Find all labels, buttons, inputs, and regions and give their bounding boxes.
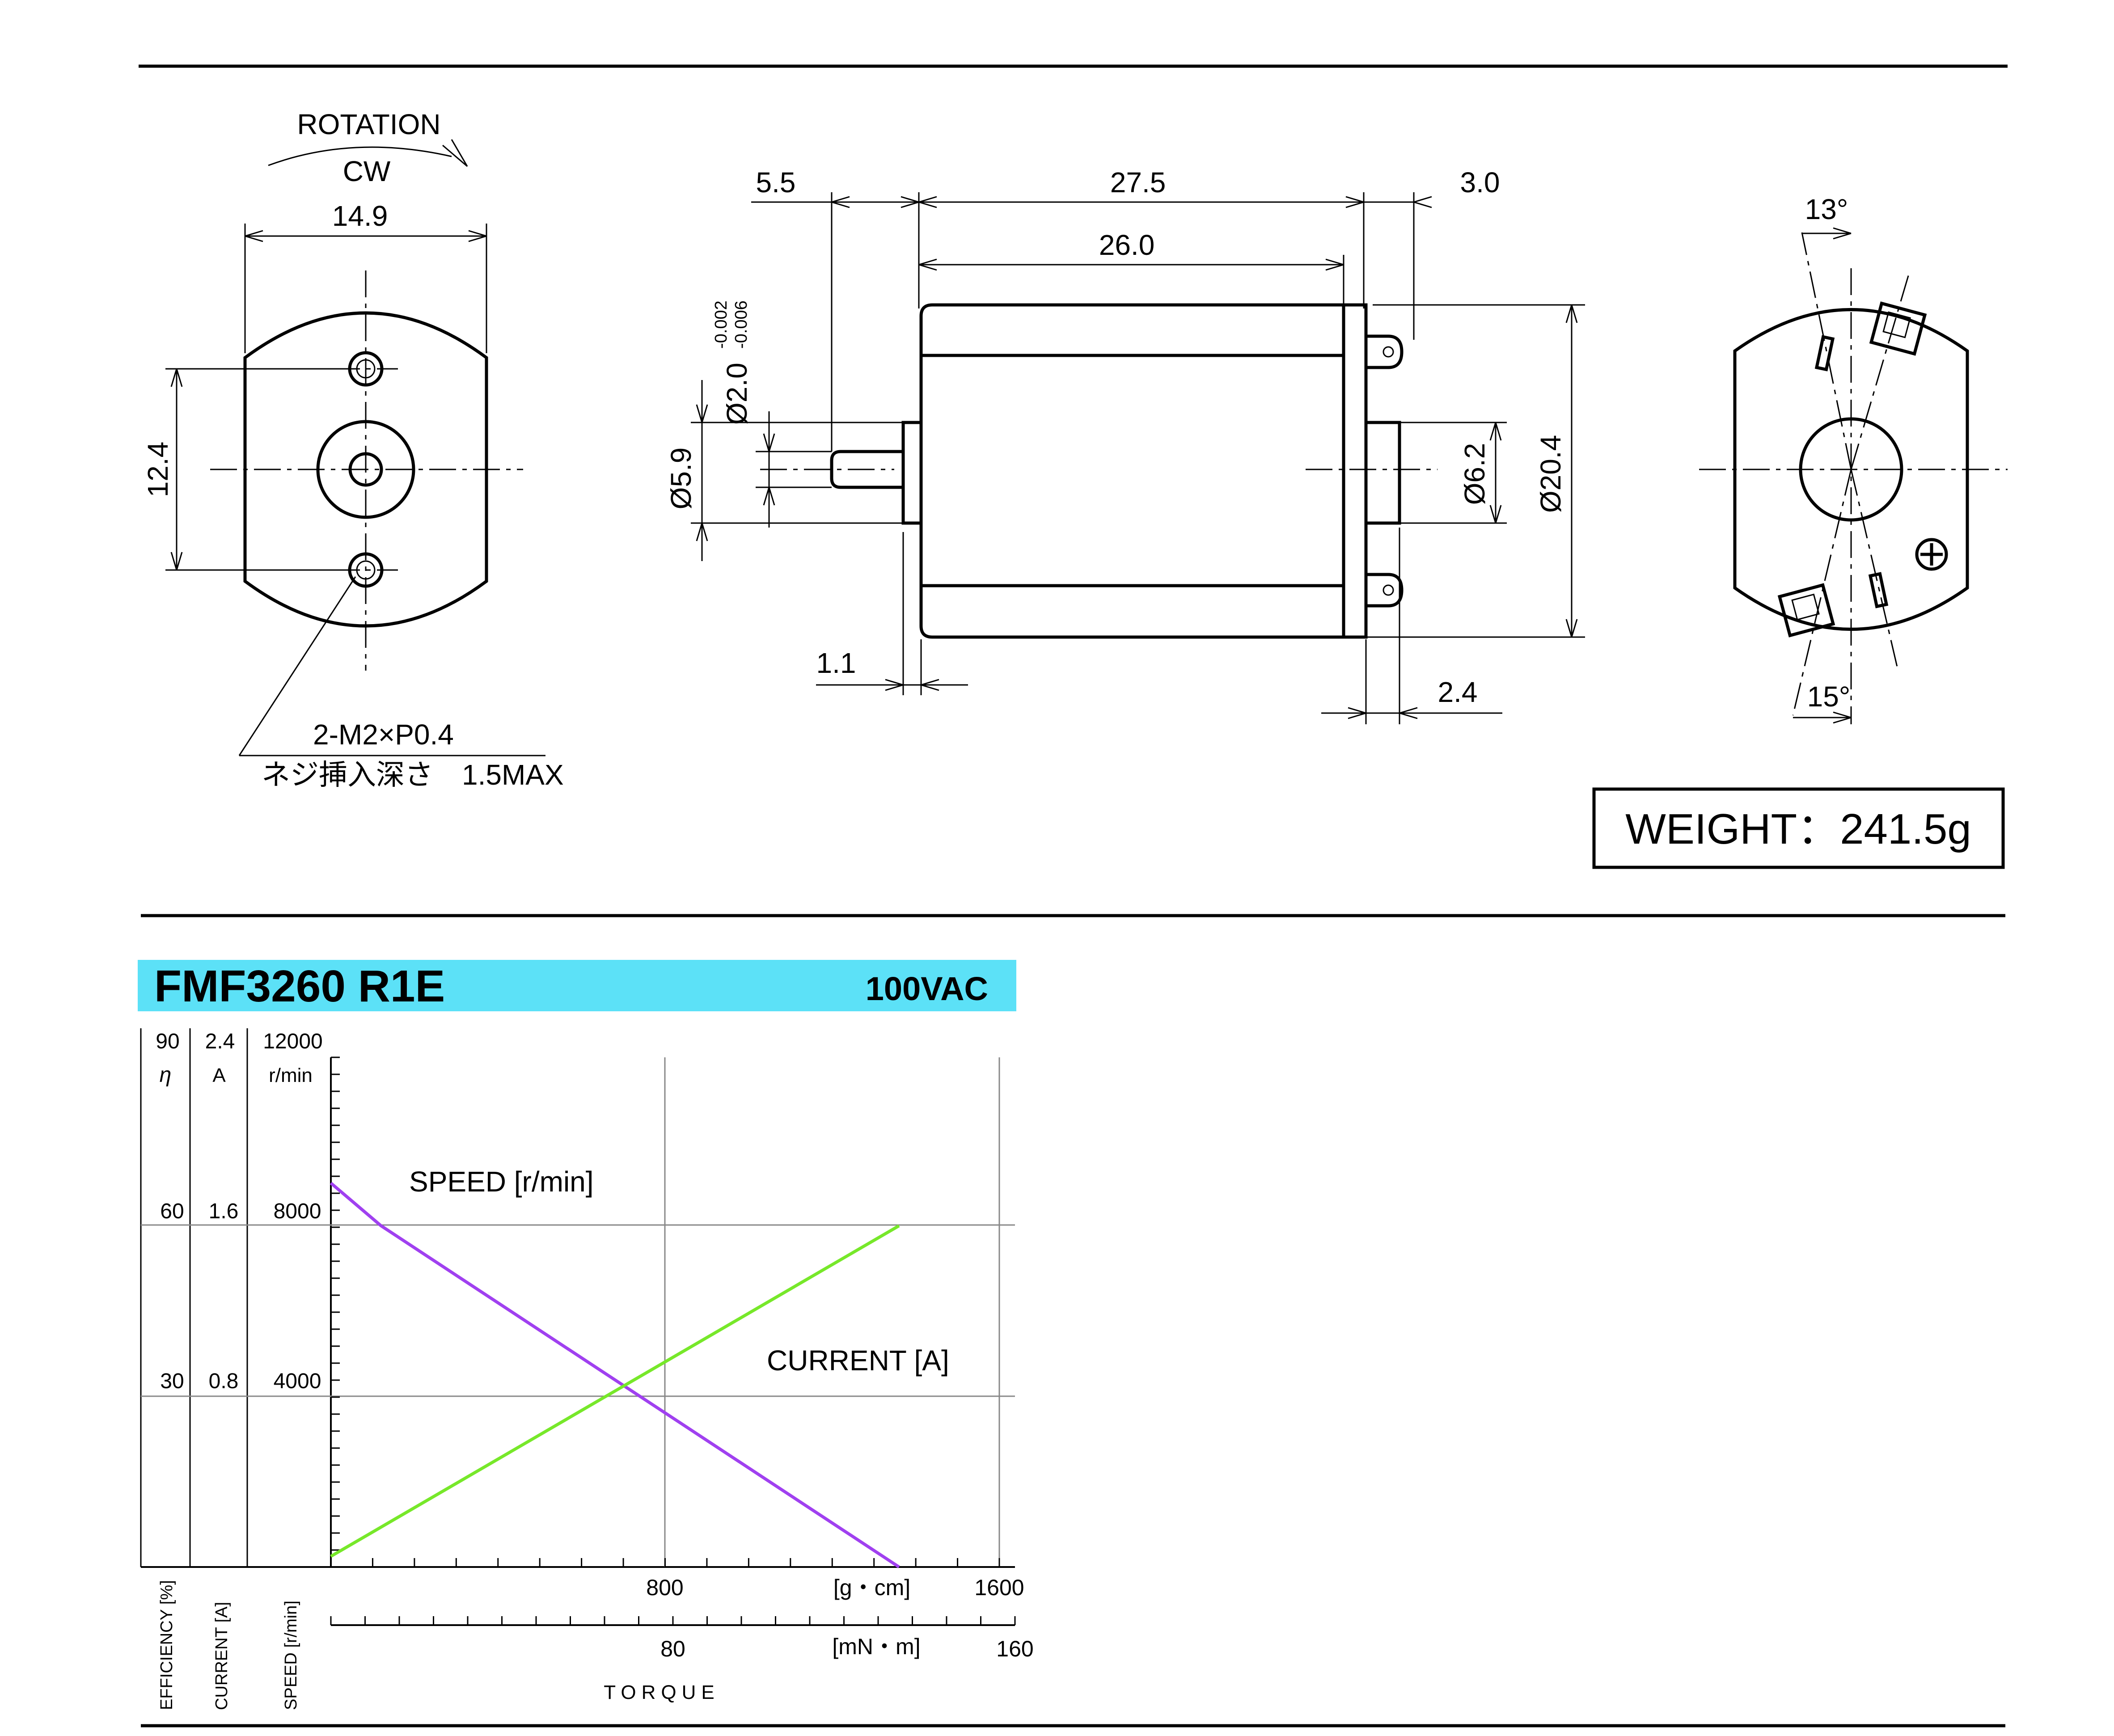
speed-tick-4000: 4000 xyxy=(274,1369,321,1393)
torque-xlabel: TORQUE xyxy=(604,1681,719,1703)
eff-tick-30: 30 xyxy=(160,1369,184,1393)
front-body-outline xyxy=(243,311,488,628)
rear-view: 13° 15° xyxy=(1699,193,2008,724)
current-unit: A xyxy=(212,1064,226,1086)
eff-axis-title: EFFICIENCY [%] xyxy=(157,1580,176,1710)
side-view: 5.5 27.5 3.0 26.0 Ø2.0 -0.002 -0.006 xyxy=(665,166,1585,724)
gcm-tick-1600: 1600 xyxy=(974,1575,1024,1600)
chart-model: FMF3260 R1E xyxy=(154,961,445,1011)
speed-unit: r/min xyxy=(269,1064,313,1086)
direction-label: CW xyxy=(343,155,391,187)
dim-shaft-dia: Ø2.0 xyxy=(721,363,753,425)
dim-body-length: 27.5 xyxy=(1110,166,1166,199)
gcm-unit: [g・cm] xyxy=(833,1575,910,1600)
mnm-unit: [mN・m] xyxy=(832,1634,920,1659)
front-view: ROTATION CW 14.9 12.4 2-M2×P0.4 ネジ挿入深さ xyxy=(142,108,564,791)
eff-tick-90: 90 xyxy=(156,1030,179,1053)
chart-header-bar xyxy=(138,960,1016,1011)
speed-tick-12000: 12000 xyxy=(263,1030,322,1053)
current-tick-0-8: 0.8 xyxy=(209,1369,239,1393)
speed-series-label: SPEED [r/min] xyxy=(409,1166,594,1198)
current-tick-2-4: 2.4 xyxy=(205,1030,235,1053)
speed-series-line xyxy=(330,1182,900,1568)
speed-tick-8000: 8000 xyxy=(274,1200,321,1223)
performance-chart: FMF3260 R1E 100VAC 90 60 30 2.4 1.6 0.8 … xyxy=(138,960,1034,1710)
eff-unit: η xyxy=(160,1063,172,1087)
rear-screw-mark xyxy=(1915,538,1948,571)
mnm-tick-160: 160 xyxy=(996,1636,1033,1661)
weight-box xyxy=(1592,787,2005,869)
rotation-label: ROTATION xyxy=(297,108,440,140)
dim-front-boss-len: 1.1 xyxy=(816,647,856,679)
dim-shaft-tol-upper: -0.002 xyxy=(712,300,731,349)
dim-rear-boss-len: 2.4 xyxy=(1438,676,1478,708)
dim-terminal: 3.0 xyxy=(1460,166,1500,199)
current-series-label: CURRENT [A] xyxy=(767,1344,949,1377)
current-series-line xyxy=(330,1224,900,1558)
rear-body-outline xyxy=(1733,308,1969,631)
eff-tick-60: 60 xyxy=(160,1200,184,1223)
dim-rear-boss-dia: Ø6.2 xyxy=(1459,443,1491,505)
weight-label: WEIGHT：241.5g xyxy=(1625,805,1971,853)
rotation-arc xyxy=(268,146,452,166)
rotation-arrowhead xyxy=(442,139,468,167)
current-axis-title: CURRENT [A] xyxy=(212,1602,231,1710)
angle-top: 13° xyxy=(1805,193,1848,225)
thread-note-line2: ネジ挿入深さ 1.5MAX xyxy=(262,759,564,791)
thread-note-line1: 2-M2×P0.4 xyxy=(313,718,454,751)
dim-shaft-length: 5.5 xyxy=(756,166,796,199)
dim-shaft-tol-lower: -0.006 xyxy=(732,300,751,349)
gcm-tick-800: 800 xyxy=(646,1575,683,1600)
speed-axis-title: SPEED [r/min] xyxy=(282,1601,300,1710)
current-tick-1-6: 1.6 xyxy=(209,1200,239,1223)
hole-pitch-dim: 12.4 xyxy=(142,442,174,498)
side-body-outline xyxy=(919,303,1345,639)
dim-body-dia: Ø20.4 xyxy=(1535,435,1567,513)
dim-can-length: 26.0 xyxy=(1099,229,1155,261)
dim-boss-dia: Ø5.9 xyxy=(665,448,697,510)
mnm-tick-80: 80 xyxy=(660,1636,685,1661)
axis-ticks xyxy=(330,1056,1016,1625)
front-width-dim: 14.9 xyxy=(332,200,388,232)
chart-voltage: 100VAC xyxy=(866,970,988,1007)
angle-bottom: 15° xyxy=(1807,680,1851,713)
